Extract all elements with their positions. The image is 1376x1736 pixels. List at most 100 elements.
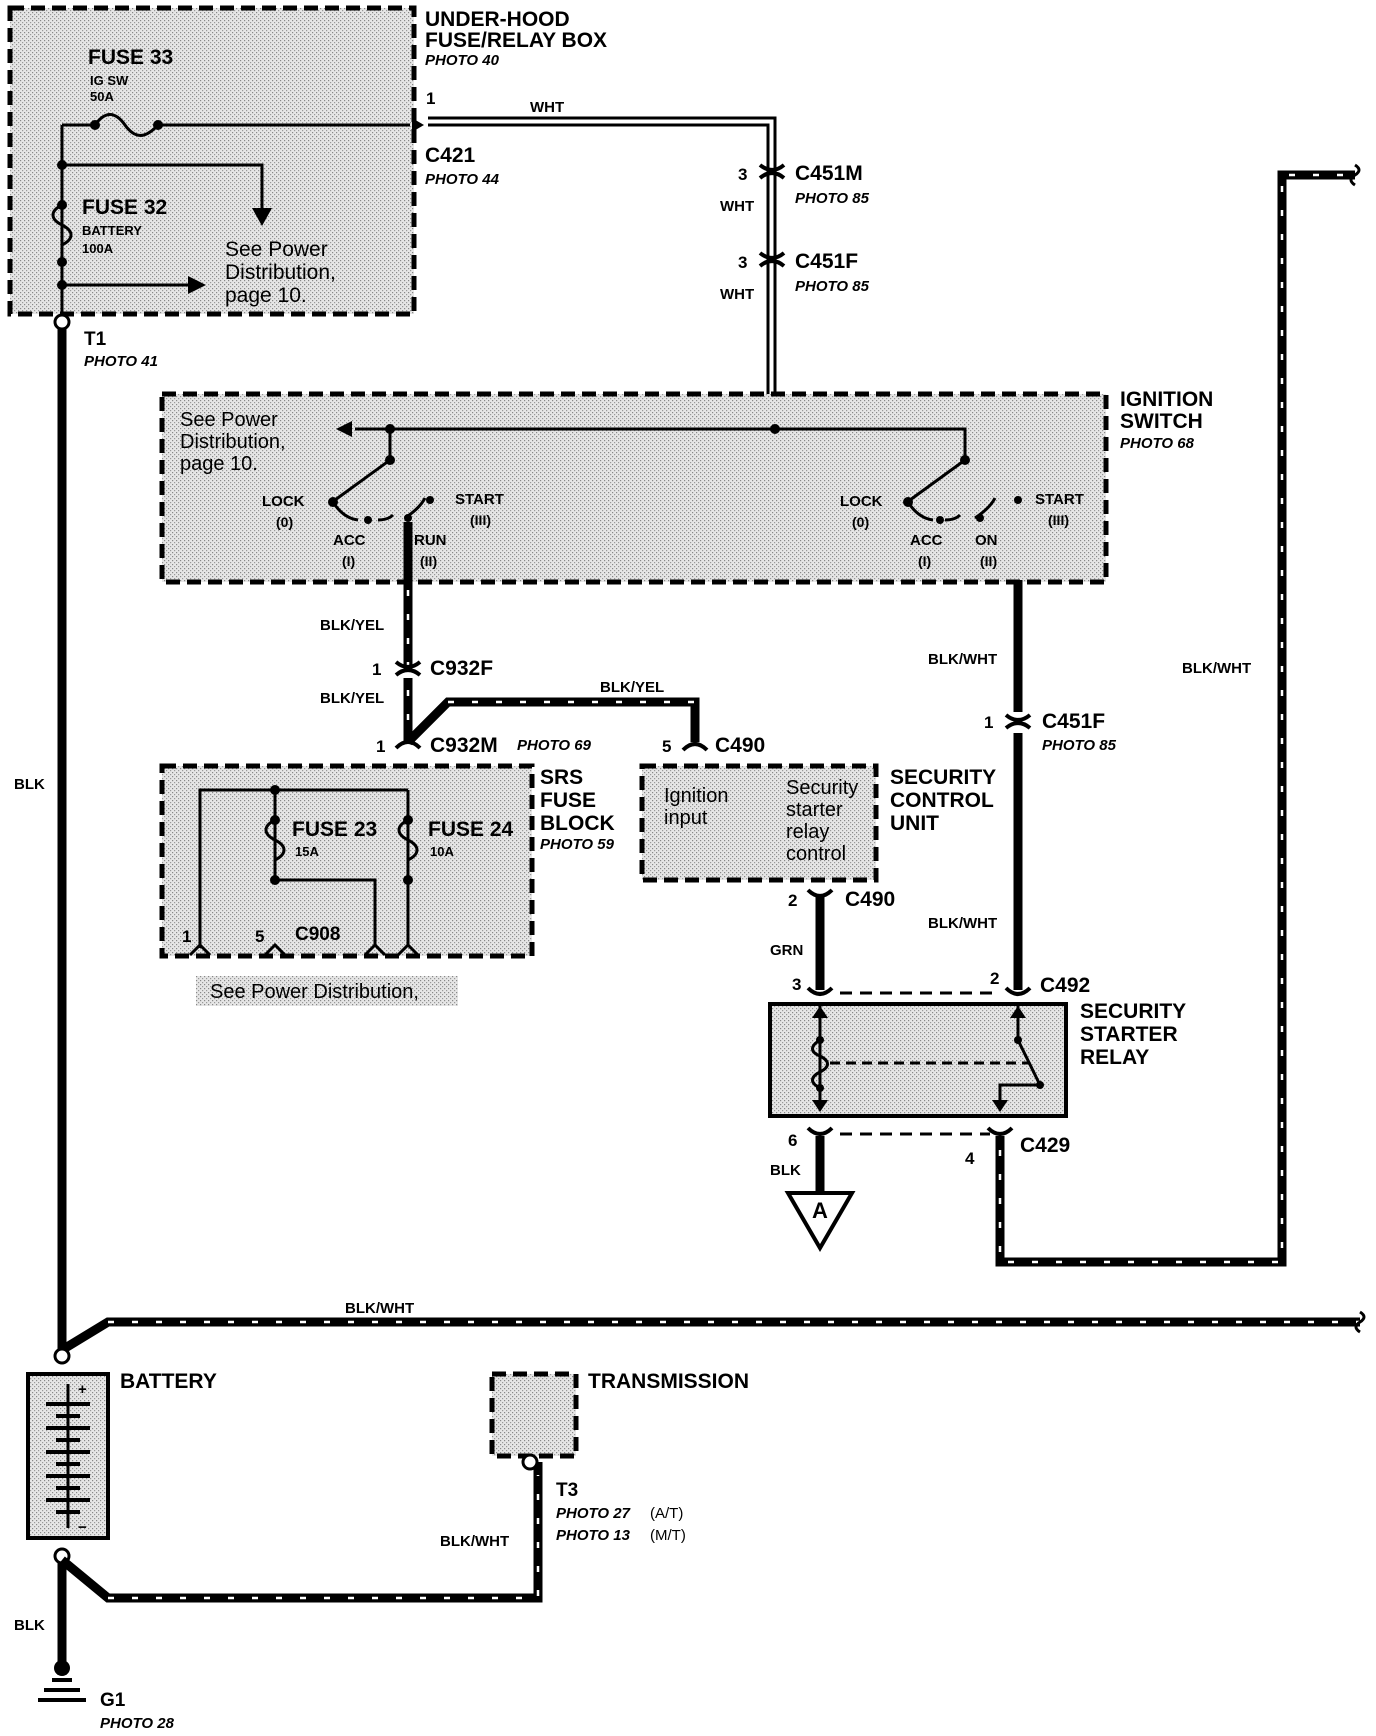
t3-photo-1-note: (A/T) <box>650 1505 683 1522</box>
fuse33-node-2 <box>153 120 163 130</box>
c451m-pin: 3 <box>738 165 747 184</box>
c932m-connector <box>394 740 422 750</box>
c908-terminals <box>188 942 420 957</box>
c429-pin-4: 4 <box>965 1149 975 1168</box>
ignition-title-1: IGNITION <box>1120 388 1213 411</box>
c429-pin-6: 6 <box>788 1131 797 1150</box>
underhood-fuse-box <box>7 5 417 317</box>
acc-label-2: ACC <box>910 532 943 549</box>
c932m-photo: PHOTO 69 <box>517 737 592 754</box>
t3-photo-2-note: (M/T) <box>650 1527 686 1544</box>
relay-contact-node <box>1036 1081 1044 1089</box>
blk-ground-label: BLK <box>14 1617 45 1634</box>
c932f-wire-bottom: BLK/YEL <box>320 690 384 707</box>
t3-photo-2: PHOTO 13 <box>556 1527 631 1544</box>
ignition-powerdist-3: page 10. <box>180 453 258 475</box>
scu-input-1: Ignition <box>664 785 729 807</box>
lock-num-2: (0) <box>852 514 869 530</box>
blk-wht-starter-wire <box>995 170 1355 1267</box>
fuse33-amp: 50A <box>90 89 114 104</box>
t1-photo: PHOTO 41 <box>84 353 158 370</box>
lock-num-1: (0) <box>276 514 293 530</box>
c429-label: C429 <box>1020 1134 1070 1157</box>
battery-cells <box>46 1402 90 1514</box>
ignition-title-2: SWITCH <box>1120 410 1203 433</box>
battery-plus: + <box>78 1381 87 1398</box>
fuse-box-node-1 <box>57 160 67 170</box>
c492-pin-3: 3 <box>792 975 801 994</box>
powerdist-arrow-right <box>188 276 206 294</box>
c451f-right-wire-bot: BLK/WHT <box>928 915 997 932</box>
c451f-right-pin: 1 <box>984 713 993 732</box>
ignition-powerdist-arrow <box>336 421 352 437</box>
c451m-wire: WHT <box>720 198 754 215</box>
scu-output-1: Security <box>786 777 858 799</box>
c932f-connector <box>394 660 422 677</box>
powerdist1-line1: See Power <box>225 238 328 261</box>
ignition-powerdist-1: See Power <box>180 409 278 431</box>
acc-contact-2 <box>936 516 944 524</box>
fuse24-label: FUSE 24 <box>428 818 514 841</box>
srs-node-5 <box>403 875 413 885</box>
break-symbol-bottom <box>1354 1310 1366 1334</box>
c421-arrow <box>412 118 424 132</box>
blk-wht-battery-wire <box>59 1317 1360 1354</box>
on-contact <box>976 514 984 522</box>
c451f-top-connector <box>758 251 786 268</box>
scu-title-1: SECURITY <box>890 766 996 789</box>
c421-pin: 1 <box>426 89 435 108</box>
c451f-right-label: C451F <box>1042 710 1105 733</box>
fuse33-label: FUSE 33 <box>88 46 173 69</box>
start-num-1: (III) <box>470 512 491 528</box>
fuse33-symbol <box>93 113 160 137</box>
srs-pin-5: 5 <box>255 927 264 946</box>
grn-label: GRN <box>770 942 803 959</box>
battery-label: BATTERY <box>120 1370 217 1393</box>
break-symbol-top <box>1349 163 1361 187</box>
c451f-right-photo: PHOTO 85 <box>1042 737 1117 754</box>
c421-photo: PHOTO 44 <box>425 171 500 188</box>
powerdist1-line3: page 10. <box>225 284 307 307</box>
ignition-switch-box <box>159 391 1109 585</box>
c429-connector <box>806 1126 1014 1136</box>
c490-top-connector <box>681 742 709 752</box>
ground-ref-a-label: A <box>812 1198 828 1223</box>
c932m-pin: 1 <box>376 737 385 756</box>
powerdist1-line2: Distribution, <box>225 261 336 284</box>
wht-wire-inner <box>428 116 777 400</box>
relay-title-1: SECURITY <box>1080 1000 1186 1023</box>
run-label: RUN <box>414 532 447 549</box>
acc-contact-1 <box>364 516 372 524</box>
c490-top-pin: 5 <box>662 737 671 756</box>
c492-connector <box>806 986 1032 996</box>
fuse33-sub: IG SW <box>90 73 129 88</box>
start-label-1: START <box>455 491 504 508</box>
start-num-2: (III) <box>1048 512 1069 528</box>
srs-pin-1: 1 <box>182 927 191 946</box>
c429-wire-label: BLK <box>770 1162 801 1179</box>
relay-switch-node <box>1014 1036 1022 1044</box>
on-label: ON <box>975 532 998 549</box>
powerdist-arrow-down <box>252 208 272 226</box>
run-num: (II) <box>420 553 437 569</box>
blk-main-label: BLK <box>14 776 45 793</box>
relay-coil-node-1 <box>816 1036 824 1044</box>
ignition-powerdist-2: Distribution, <box>180 431 286 453</box>
transmission-box <box>489 1371 579 1459</box>
fuse32-amp: 100A <box>82 241 114 256</box>
srs-powerdist-text: See Power Distribution, <box>210 981 419 1003</box>
security-starter-relay <box>768 1002 1068 1118</box>
scu-input-2: input <box>664 807 708 829</box>
fuse32-sub: BATTERY <box>82 223 142 238</box>
fuse24-symbol <box>397 818 419 862</box>
start-contact-1 <box>426 496 434 504</box>
ignition-node-2 <box>770 424 780 434</box>
fuse32-node-2 <box>57 257 67 267</box>
ignition-pivot-1 <box>385 455 395 465</box>
t3-label: T3 <box>556 1480 578 1501</box>
c932f-wire-top: BLK/YEL <box>320 617 384 634</box>
c451f-top-wire: WHT <box>720 286 754 303</box>
g1-ground-symbol <box>38 1678 86 1702</box>
acc-num-2: (I) <box>918 553 931 569</box>
g1-label: G1 <box>100 1690 126 1711</box>
